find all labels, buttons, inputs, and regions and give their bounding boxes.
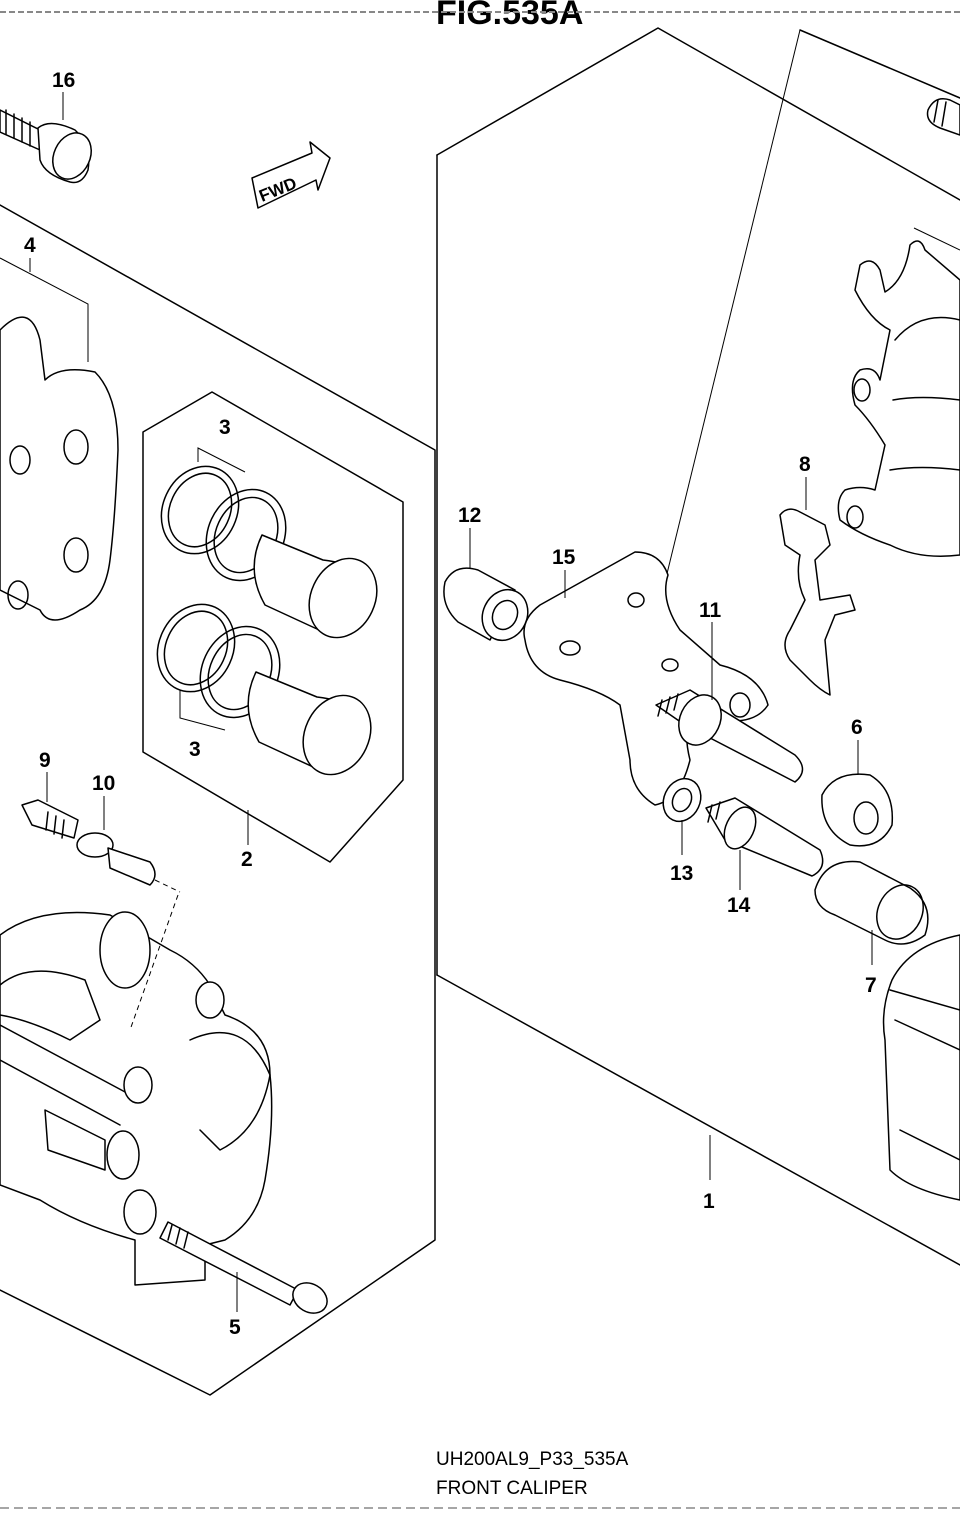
callout-9: 9	[39, 749, 51, 772]
leader-4	[0, 257, 89, 362]
boot-7	[814, 860, 929, 945]
callout-2: 2	[241, 848, 253, 871]
callout-3-upper: 3	[219, 416, 231, 439]
washer-13-hole	[671, 787, 693, 813]
washer-13	[662, 777, 702, 823]
pad-line	[913, 227, 960, 251]
callout-1: 1	[703, 1190, 715, 1213]
brake-pad-left	[0, 316, 119, 621]
bleeder-valve-9	[21, 799, 79, 839]
footer-code: UH200AL9_P33_535A	[436, 1449, 629, 1470]
footer-caption: FRONT CALIPER	[436, 1478, 588, 1499]
sleeve-12	[443, 567, 529, 642]
pin-11	[655, 689, 804, 783]
caliper-body-right-fragment	[882, 934, 960, 1201]
header-fragment: FIG.535A	[436, 0, 583, 32]
callout-13: 13	[670, 862, 693, 885]
caliper-assembly-line	[129, 894, 179, 1031]
seal-ring-upper-outer	[160, 465, 240, 555]
pin-bolt-5	[159, 1221, 328, 1314]
callout-10: 10	[92, 772, 115, 795]
caliper-bracket-15	[523, 551, 769, 806]
left-panel-outline	[0, 204, 436, 1396]
callout-12: 12	[458, 504, 481, 527]
boot-6	[821, 773, 894, 847]
caliper-body	[0, 911, 273, 1286]
piston-lower	[247, 671, 372, 776]
piston-kit-box	[142, 391, 404, 863]
bracket-3-lower	[179, 690, 226, 731]
callout-8: 8	[799, 453, 811, 476]
callout-6: 6	[851, 716, 863, 739]
callout-4: 4	[24, 234, 36, 257]
bracket-3-upper	[197, 447, 246, 473]
piston-upper	[253, 534, 378, 639]
callout-16: 16	[52, 69, 75, 92]
bolt-14	[705, 797, 824, 877]
callout-7: 7	[865, 974, 877, 997]
bolt-top-right	[926, 98, 960, 136]
callout-11: 11	[699, 599, 722, 622]
callout-14: 14	[727, 894, 751, 917]
inner-panel-edge	[662, 29, 801, 591]
pad-spring-8	[779, 508, 856, 696]
brake-pad-right	[837, 240, 960, 557]
bleeder-cap-10	[76, 832, 156, 886]
seal-ring-lower-outer	[156, 603, 236, 693]
right-panel-outline	[436, 27, 960, 201]
callout-5: 5	[229, 1316, 241, 1339]
right-panel-bottom-edge	[436, 974, 960, 1266]
callout-15: 15	[552, 546, 576, 569]
callout-3-lower: 3	[189, 738, 201, 761]
bolt-16	[0, 109, 92, 184]
fwd-arrow-icon: FWD	[251, 141, 331, 209]
inner-panel-outline	[799, 29, 960, 99]
bleeder-assembly-line	[154, 879, 181, 893]
